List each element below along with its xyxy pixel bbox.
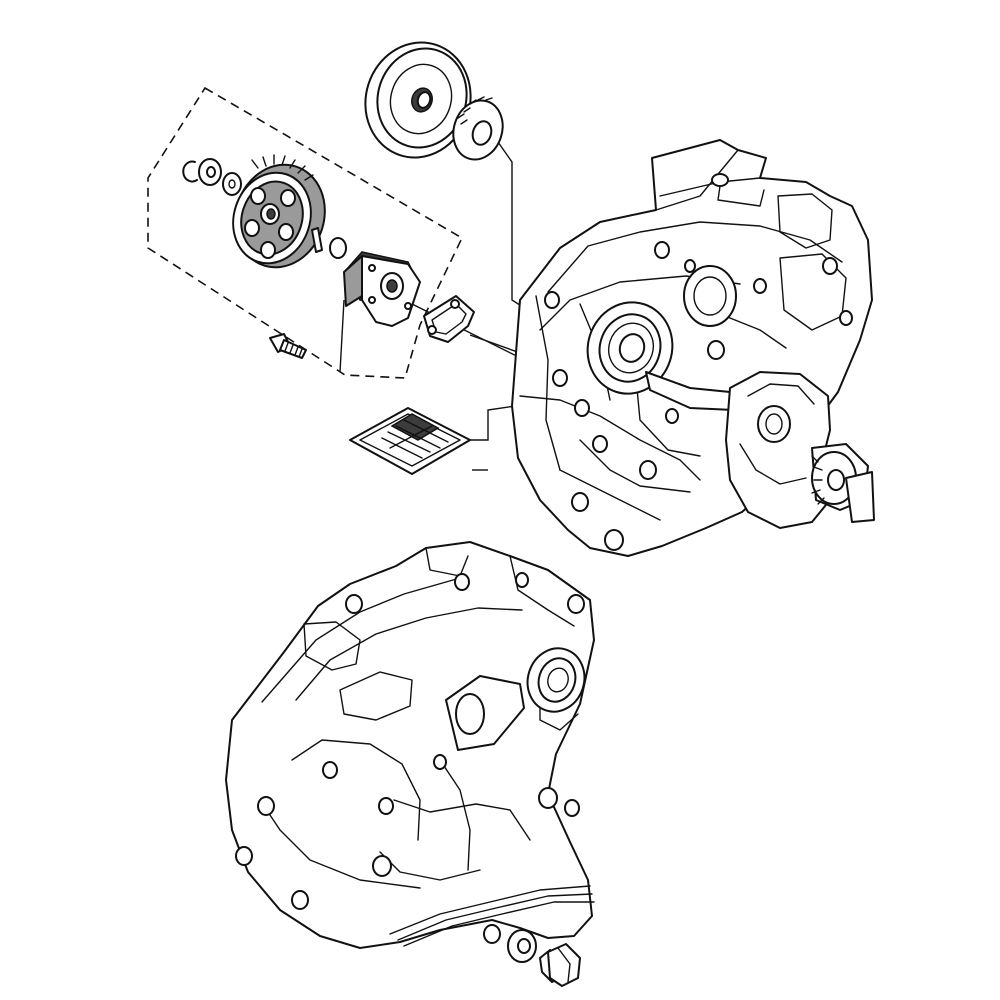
o-ring bbox=[329, 237, 347, 259]
dowel-pin bbox=[311, 227, 323, 253]
flat-washer bbox=[198, 158, 222, 186]
oil-seal-disc bbox=[364, 41, 472, 159]
oil-pump-drive-gear bbox=[232, 154, 326, 269]
pump-gasket bbox=[423, 295, 475, 343]
left-crankcase-half bbox=[225, 541, 595, 949]
assembly-group-outline bbox=[147, 86, 464, 379]
mounting-bolt bbox=[269, 333, 307, 359]
spring-washer bbox=[452, 96, 504, 161]
drain-washer bbox=[507, 929, 537, 963]
circlip bbox=[182, 160, 198, 183]
drain-plug bbox=[539, 943, 581, 987]
crankshaft bbox=[645, 371, 875, 529]
oil-strainer bbox=[349, 407, 471, 475]
thrust-washer bbox=[222, 172, 242, 196]
oil-pump bbox=[343, 251, 421, 327]
